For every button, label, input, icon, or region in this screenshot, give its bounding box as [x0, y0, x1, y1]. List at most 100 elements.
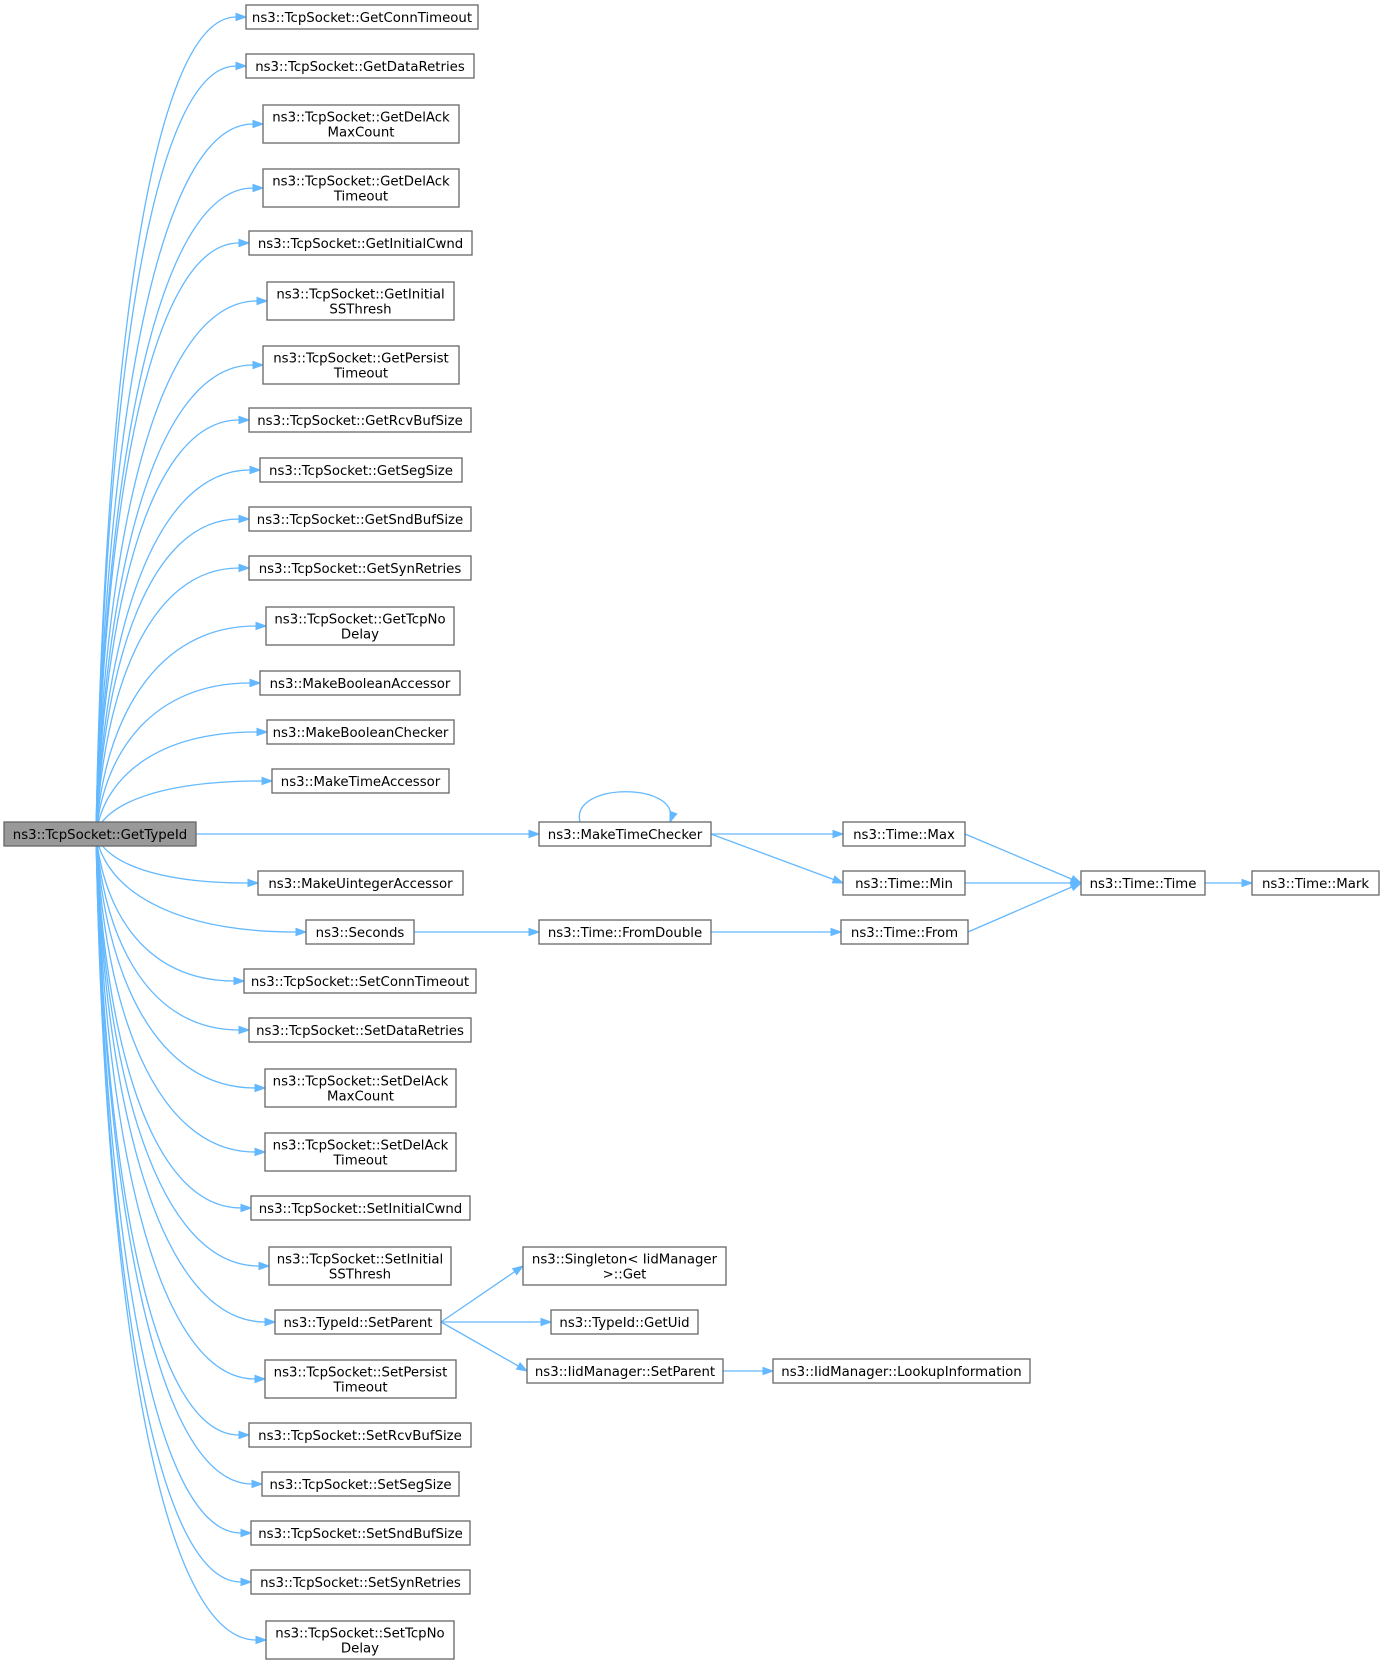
node-box	[264, 1132, 457, 1172]
node-label: ns3::IidManager::SetParent	[535, 1365, 715, 1380]
node-ns3-seconds[interactable]: ns3::Seconds	[305, 919, 415, 945]
node-label: SSThresh	[329, 303, 391, 318]
node-label: ns3::MakeUintegerAccessor	[268, 877, 453, 892]
edge-arrowhead	[252, 183, 265, 193]
edge-tsp-to-guid	[441, 1317, 553, 1327]
node-label: Delay	[341, 1642, 379, 1657]
node-box	[1251, 870, 1380, 896]
edge-arrowhead	[240, 1203, 253, 1213]
node-ns3-maketimechecker[interactable]: ns3::MakeTimeChecker	[538, 821, 712, 847]
node-ns3-maketimeaccessor[interactable]: ns3::MakeTimeAccessor	[271, 768, 450, 794]
node-ns3-time-from[interactable]: ns3::Time::From	[840, 919, 969, 945]
node-box	[243, 968, 477, 994]
edge-arrowhead	[1241, 878, 1254, 888]
node-ns3-tcpsocket-setinitialcwnd[interactable]: ns3::TcpSocket::SetInitialCwnd	[250, 1195, 471, 1221]
node-label: ns3::TcpSocket::GetDataRetries	[255, 60, 465, 75]
edge-root-to-n10	[95, 514, 251, 835]
node-ns3-tcpsocket-getrcvbufsize[interactable]: ns3::TcpSocket::GetRcvBufSize	[248, 407, 472, 433]
node-ns3-tcpsocket-setsndbufsize[interactable]: ns3::TcpSocket::SetSndBufSize	[250, 1520, 471, 1546]
node-label: ns3::TcpSocket::SetTcpNo	[275, 1627, 444, 1642]
node-label: ns3::TcpSocket::SetDelAck	[273, 1075, 449, 1090]
node-ns3-tcpsocket-gettypeid[interactable]: ns3::TcpSocket::GetTypeId	[3, 821, 197, 847]
node-ns3-tcpsocket-setsynretries[interactable]: ns3::TcpSocket::SetSynRetries	[250, 1569, 471, 1595]
node-ns3-time-max[interactable]: ns3::Time::Max	[842, 821, 966, 847]
edge-arrowhead	[235, 12, 248, 22]
node-box	[262, 345, 460, 385]
node-ns3-typeid-setparent[interactable]: ns3::TypeId::SetParent	[274, 1309, 442, 1335]
node-box	[259, 457, 463, 483]
node-ns3-typeid-getuid[interactable]: ns3::TypeId::GetUid	[550, 1309, 699, 1335]
edge-arrowhead	[238, 514, 251, 524]
node-ns3-time-fromdouble[interactable]: ns3::Time::FromDouble	[538, 919, 712, 945]
edge-root-to-mtc	[196, 829, 541, 839]
node-label: ns3::TcpSocket::SetInitialCwnd	[259, 1202, 463, 1217]
node-label: Timeout	[332, 1381, 387, 1396]
node-label: ns3::TcpSocket::SetSynRetries	[260, 1576, 461, 1591]
node-ns3-tcpsocket-setrcvbufsize[interactable]: ns3::TcpSocket::SetRcvBufSize	[248, 1422, 472, 1448]
node-ns3-iidmanager-lookupinformation[interactable]: ns3::IidManager::LookupInformation	[772, 1358, 1031, 1384]
edge-arrowhead	[252, 360, 265, 370]
node-box	[305, 919, 415, 945]
edge-root-to-n17	[95, 833, 246, 986]
node-label: ns3::TcpSocket::SetDelAck	[273, 1139, 449, 1154]
edge-arrowhead	[528, 927, 541, 937]
edge-arrowhead	[238, 1430, 251, 1440]
node-ns3-tcpsocket-setconntimeout[interactable]: ns3::TcpSocket::SetConnTimeout	[243, 968, 477, 994]
node-ns3-makeuintegeraccessor[interactable]: ns3::MakeUintegerAccessor	[257, 870, 464, 896]
node-ns3-makebooleanaccessor[interactable]: ns3::MakeBooleanAccessor	[259, 670, 461, 696]
edge-line	[95, 731, 258, 835]
edge-line	[95, 833, 256, 1153]
edge-arrowhead	[831, 875, 845, 884]
node-label: ns3::TcpSocket::GetInitial	[276, 288, 444, 303]
edge-tsp-to-imsp	[440, 1321, 529, 1372]
edge-arrowhead	[251, 1479, 264, 1489]
node-box	[268, 1246, 452, 1286]
edge-root-to-sec	[95, 833, 308, 937]
node-box	[248, 230, 473, 256]
node-ns3-tcpsocket-setsegsize[interactable]: ns3::TcpSocket::SetSegSize	[261, 1471, 460, 1497]
node-box	[842, 821, 966, 847]
node-box	[248, 407, 472, 433]
node-ns3-tcpsocket-getinitialcwnd[interactable]: ns3::TcpSocket::GetInitialCwnd	[248, 230, 473, 256]
node-label: ns3::TcpSocket::SetInitial	[277, 1253, 443, 1268]
node-ns3-time-mark[interactable]: ns3::Time::Mark	[1251, 870, 1380, 896]
edge-arrowhead	[249, 678, 262, 688]
node-ns3-tcpsocket-setdataretries[interactable]: ns3::TcpSocket::SetDataRetries	[248, 1017, 472, 1043]
edge-line	[95, 123, 254, 835]
node-label: ns3::TypeId::GetUid	[559, 1316, 689, 1331]
node-label: Delay	[341, 628, 379, 643]
node-ns3-tcpsocket-getsynretries[interactable]: ns3::TcpSocket::GetSynRetries	[248, 555, 472, 581]
node-ns3-makebooleanchecker[interactable]: ns3::MakeBooleanChecker	[266, 719, 455, 745]
edge-line	[95, 833, 256, 1380]
node-ns3-iidmanager-setparent[interactable]: ns3::IidManager::SetParent	[526, 1358, 724, 1384]
edge-root-to-n13	[95, 678, 262, 835]
edge-root-to-n25	[95, 833, 264, 1489]
node-ns3-tcpsocket-getsndbufsize[interactable]: ns3::TcpSocket::GetSndBufSize	[248, 506, 472, 532]
node-ns3-tcpsocket-getdataretries[interactable]: ns3::TcpSocket::GetDataRetries	[245, 53, 475, 79]
edge-root-to-n24	[95, 833, 251, 1440]
node-label: ns3::Seconds	[316, 926, 405, 941]
node-ns3-tcpsocket-getsegsize[interactable]: ns3::TcpSocket::GetSegSize	[259, 457, 463, 483]
node-label: MaxCount	[328, 126, 395, 141]
node-box	[538, 821, 712, 847]
node-box	[250, 1195, 471, 1221]
node-ns3-singleton-iidmanager-get[interactable]: ns3::Singleton< IidManager>::Get	[522, 1246, 727, 1286]
edge-line	[964, 833, 1073, 880]
node-label: ns3::Time::Min	[855, 877, 953, 892]
edge-line	[440, 1321, 519, 1367]
node-ns3-time-time[interactable]: ns3::Time::Time	[1080, 870, 1206, 896]
node-ns3-tcpsocket-getconntimeout[interactable]: ns3::TcpSocket::GetConnTimeout	[245, 4, 479, 30]
node-label: ns3::Time::Max	[853, 828, 955, 843]
node-ns3-time-min[interactable]: ns3::Time::Min	[842, 870, 966, 896]
